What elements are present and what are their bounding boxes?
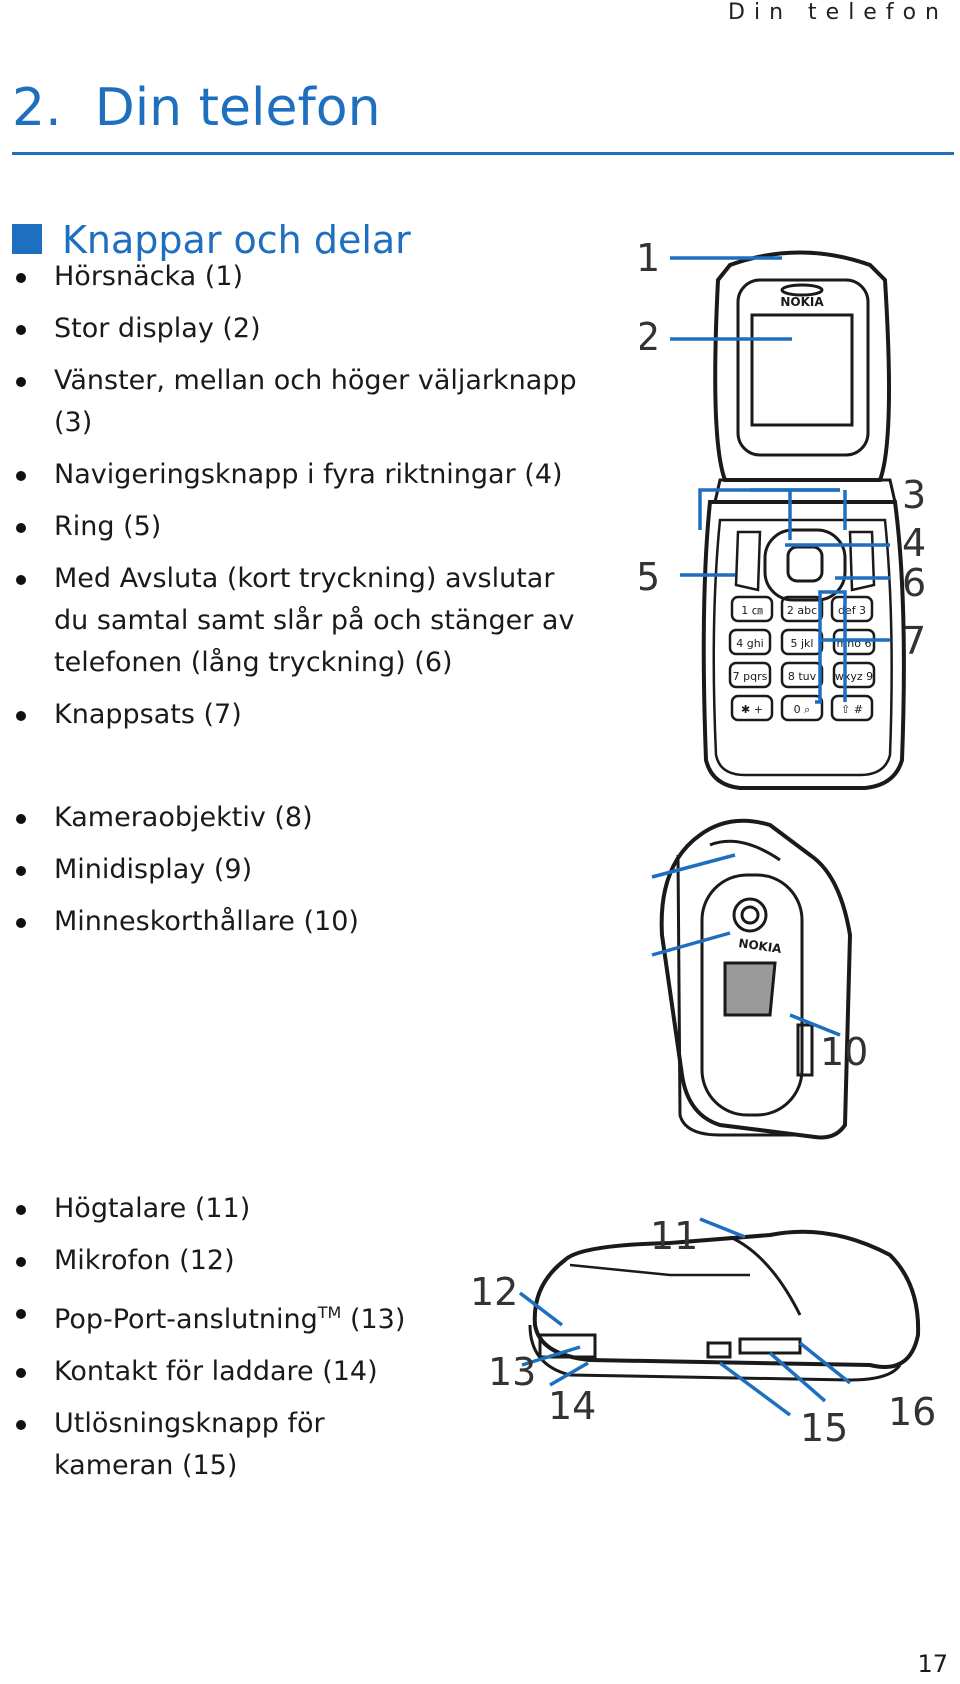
callout-16: 16 <box>888 1390 936 1434</box>
phone-bottom-figure: 11 12 13 14 15 16 <box>470 1215 936 1450</box>
list-item: Högtalare (11) <box>14 1188 444 1230</box>
callout-6: 6 <box>902 561 926 605</box>
key-label: 4 ghi <box>736 637 764 650</box>
list-item: Minneskorthållare (10) <box>14 901 574 943</box>
key-label: ⇧ # <box>841 703 863 716</box>
popport-text: Pop-Port-anslutning <box>54 1304 318 1335</box>
chapter-number: 2. <box>12 78 62 138</box>
running-header: Din telefon <box>728 0 948 25</box>
callout-13: 13 <box>488 1350 536 1394</box>
key-label: ✱ + <box>741 703 763 716</box>
list-item: Kameraobjektiv (8) <box>14 797 574 839</box>
list-item: Knappsats (7) <box>14 694 584 736</box>
chapter-title-text: Din telefon <box>94 78 381 138</box>
key-label: def 3 <box>838 604 866 617</box>
callout-7: 7 <box>902 619 926 663</box>
phone-front-figure: NOKIA 1 ㎝ 2 abc def 3 4 ghi 5 jkl mno 6 … <box>640 240 926 790</box>
callout-12: 12 <box>470 1270 518 1314</box>
list-item: Ring (5) <box>14 506 584 548</box>
chapter-rule <box>12 152 954 155</box>
list-item: Kontakt för laddare (14) <box>14 1351 444 1393</box>
key-label: 8 tuv <box>788 670 817 683</box>
list-item: Mikrofon (12) <box>14 1240 444 1282</box>
brand-logo: NOKIA <box>780 295 824 309</box>
list-item: Vänster, mellan och höger väljarknapp (3… <box>14 360 584 444</box>
bottom-callouts: 11 12 13 14 15 16 <box>470 1215 936 1450</box>
list-item: Pop-Port-anslutningTM (13) <box>14 1292 444 1341</box>
list-item: Utlösningsknapp för kameran (15) <box>14 1403 444 1487</box>
mini-display <box>723 961 777 1017</box>
front-callouts: 1 2 3 4 5 6 7 <box>640 240 926 663</box>
section-square-icon <box>12 224 42 254</box>
callout-10: 10 <box>820 1030 868 1074</box>
phone-bottom-drawing <box>528 1229 921 1382</box>
callout-4: 4 <box>902 521 926 565</box>
key-label: 1 ㎝ <box>741 604 763 617</box>
callout-11: 11 <box>650 1215 698 1258</box>
section-title-text: Knappar och delar <box>62 218 411 262</box>
feature-list-back: Kameraobjektiv (8) Minidisplay (9) Minne… <box>14 797 574 943</box>
back-callout-lines <box>651 853 841 1037</box>
callout-14: 14 <box>548 1384 596 1428</box>
feature-list-bottom: Högtalare (11) Mikrofon (12) Pop-Port-an… <box>14 1188 444 1487</box>
trademark-sup: TM <box>317 1303 342 1322</box>
phone-back-drawing <box>659 818 853 1140</box>
page-number: 17 <box>917 1650 948 1678</box>
section-title: Knappar och delar <box>12 218 411 262</box>
key-label: 2 abc <box>787 604 817 617</box>
phone-front-drawing <box>701 250 906 790</box>
callout-1: 1 <box>640 240 660 280</box>
list-item: Med Avsluta (kort tryckning) avslutar du… <box>14 558 584 684</box>
list-item: Stor display (2) <box>14 308 584 350</box>
key-label: 7 pqrs <box>733 670 768 683</box>
front-callout-lines <box>670 256 890 704</box>
phone-back-figure: NOKIA 8 9 10 <box>651 818 868 1140</box>
callout-5: 5 <box>640 555 660 599</box>
list-item: Navigeringsknapp i fyra riktningar (4) <box>14 454 584 496</box>
back-callouts: 8 9 10 <box>820 1030 868 1074</box>
chapter-title: 2. Din telefon <box>12 78 381 138</box>
bottom-callout-lines <box>518 1217 852 1417</box>
list-item: Minidisplay (9) <box>14 849 574 891</box>
key-label: 0 ⌕ <box>794 703 811 716</box>
callout-3: 3 <box>902 473 926 517</box>
brand-logo-back: NOKIA <box>738 936 784 956</box>
feature-list-front: Hörsnäcka (1) Stor display (2) Vänster, … <box>14 256 584 736</box>
key-label: wxyz 9 <box>835 670 873 683</box>
list-item: Hörsnäcka (1) <box>14 256 584 298</box>
callout-2: 2 <box>640 315 660 359</box>
popport-suffix: (13) <box>341 1304 406 1335</box>
key-label: 5 jkl <box>791 637 814 650</box>
callout-15: 15 <box>800 1406 848 1450</box>
